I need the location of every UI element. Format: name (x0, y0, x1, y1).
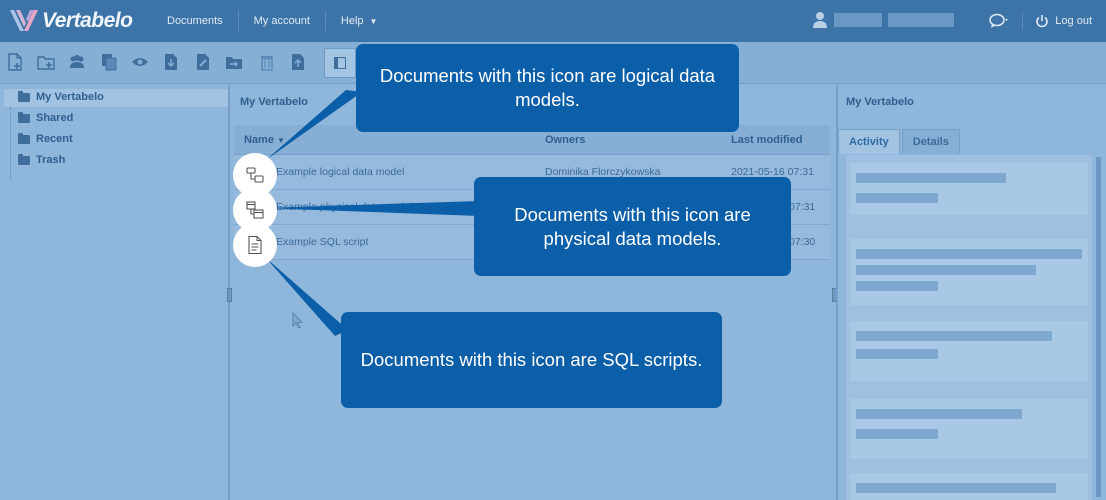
column-header-name[interactable]: Name ▼ (244, 134, 285, 146)
blurred-text (856, 193, 938, 203)
nav-help[interactable]: Help ▼ (326, 11, 393, 31)
chevron-down-icon: ▼ (369, 17, 378, 26)
header-tools: Log out (988, 0, 1092, 42)
logo-mark-icon (10, 10, 38, 31)
preview-eye-icon[interactable] (131, 53, 149, 71)
nav-documents[interactable]: Documents (152, 11, 239, 31)
panel-layout-toggle[interactable] (324, 48, 356, 78)
activity-item (850, 321, 1088, 381)
callout-logical-models: Documents with this icon are logical dat… (356, 44, 739, 132)
blurred-text (856, 249, 1082, 259)
user-email-blurred (888, 13, 954, 27)
upload-icon[interactable] (289, 53, 307, 71)
new-folder-icon[interactable] (37, 53, 55, 71)
user-menu[interactable] (812, 11, 954, 29)
header-divider (1022, 12, 1024, 30)
activity-item (850, 473, 1088, 500)
tree-item-label: Shared (36, 112, 74, 124)
details-tabs: Activity Details (838, 129, 962, 154)
user-name-blurred (834, 13, 882, 27)
callout-text: Documents with this icon are logical dat… (379, 65, 716, 110)
new-document-icon[interactable] (6, 53, 24, 71)
callout-text: Documents with this icon are physical da… (514, 203, 751, 249)
nav-my-account[interactable]: My account (239, 11, 326, 31)
blurred-text (856, 265, 1036, 275)
sql-script-icon (248, 235, 262, 255)
vertabelo-logo[interactable]: Vertabelo (8, 6, 133, 36)
tree-item-trash[interactable]: Trash (18, 153, 66, 166)
document-name[interactable]: Example SQL script (276, 236, 369, 248)
logical-model-icon (246, 167, 264, 183)
folder-icon (18, 153, 30, 165)
sort-arrow-icon: ▼ (277, 136, 285, 145)
share-users-icon[interactable] (68, 53, 86, 71)
layout-panel-icon (334, 57, 346, 69)
main-nav: Documents My account Help ▼ (152, 0, 392, 42)
blurred-text (856, 331, 1052, 341)
folder-icon (18, 132, 30, 144)
blurred-text (856, 409, 1022, 419)
folder-icon (18, 111, 30, 123)
power-icon[interactable] (1035, 14, 1049, 28)
pointer-sql (266, 258, 348, 336)
callout-sql-scripts: Documents with this icon are SQL scripts… (341, 312, 722, 408)
tree-root-row[interactable] (4, 89, 228, 107)
activity-feed (846, 155, 1092, 500)
column-name-label: Name (244, 134, 274, 146)
physical-model-icon (246, 201, 264, 219)
callout-physical-models: Documents with this icon are physical da… (474, 177, 791, 276)
tree-item-label: Trash (36, 154, 66, 166)
user-icon (813, 12, 827, 28)
document-owner: Dominika Florczykowska (545, 166, 661, 178)
activity-item (850, 163, 1088, 215)
document-modified: 07:31 (789, 201, 816, 213)
callout-text: Documents with this icon are SQL scripts… (360, 349, 703, 370)
document-name[interactable]: Example logical data model (276, 166, 405, 178)
logout-link[interactable]: Log out (1055, 15, 1092, 27)
copy-icon[interactable] (100, 53, 118, 71)
blurred-text (856, 349, 938, 359)
blurred-text (856, 429, 938, 439)
folder-tree: My Vertabelo Shared Recent Trash (0, 85, 230, 500)
document-modified: 2021-05-16 07:31 (731, 166, 814, 178)
activity-item (850, 399, 1088, 459)
document-modified: 07:30 (789, 236, 816, 248)
pointer-physical (262, 201, 480, 216)
top-navigation-bar: Vertabelo Documents My account Help ▼ Log… (0, 0, 1106, 42)
tree-item-shared[interactable]: Shared (18, 111, 74, 124)
tab-details[interactable]: Details (901, 129, 960, 154)
chat-bubble-icon[interactable] (988, 13, 1010, 29)
details-panel: My Vertabelo Activity Details (836, 85, 1106, 500)
column-header-owners[interactable]: Owners (545, 134, 586, 146)
panel-title: My Vertabelo (846, 96, 914, 108)
tree-item-my-vertabelo[interactable]: My Vertabelo (18, 90, 104, 103)
blurred-text (856, 483, 1056, 493)
column-header-last-modified[interactable]: Last modified (731, 134, 803, 146)
trash-icon[interactable] (258, 53, 276, 71)
tree-item-label: My Vertabelo (36, 91, 104, 103)
download-icon[interactable] (162, 53, 180, 71)
move-to-folder-icon[interactable] (225, 53, 243, 71)
sql-script-highlight (233, 223, 277, 267)
tree-item-label: Recent (36, 133, 73, 145)
panel-title: My Vertabelo (240, 96, 308, 108)
logo-text: Vertabelo (42, 9, 133, 32)
pointer-logical (266, 90, 362, 160)
mouse-cursor-icon (292, 312, 303, 329)
blurred-text (856, 173, 1006, 183)
activity-item (850, 239, 1088, 305)
folder-icon (18, 90, 30, 102)
left-resize-handle[interactable] (227, 288, 232, 302)
blurred-text (856, 281, 938, 291)
edit-document-icon[interactable] (194, 53, 212, 71)
scrollbar[interactable] (1096, 157, 1101, 497)
tab-activity[interactable]: Activity (838, 129, 900, 154)
tree-connector (10, 107, 11, 179)
tree-item-recent[interactable]: Recent (18, 132, 73, 145)
nav-help-label: Help (340, 15, 364, 27)
